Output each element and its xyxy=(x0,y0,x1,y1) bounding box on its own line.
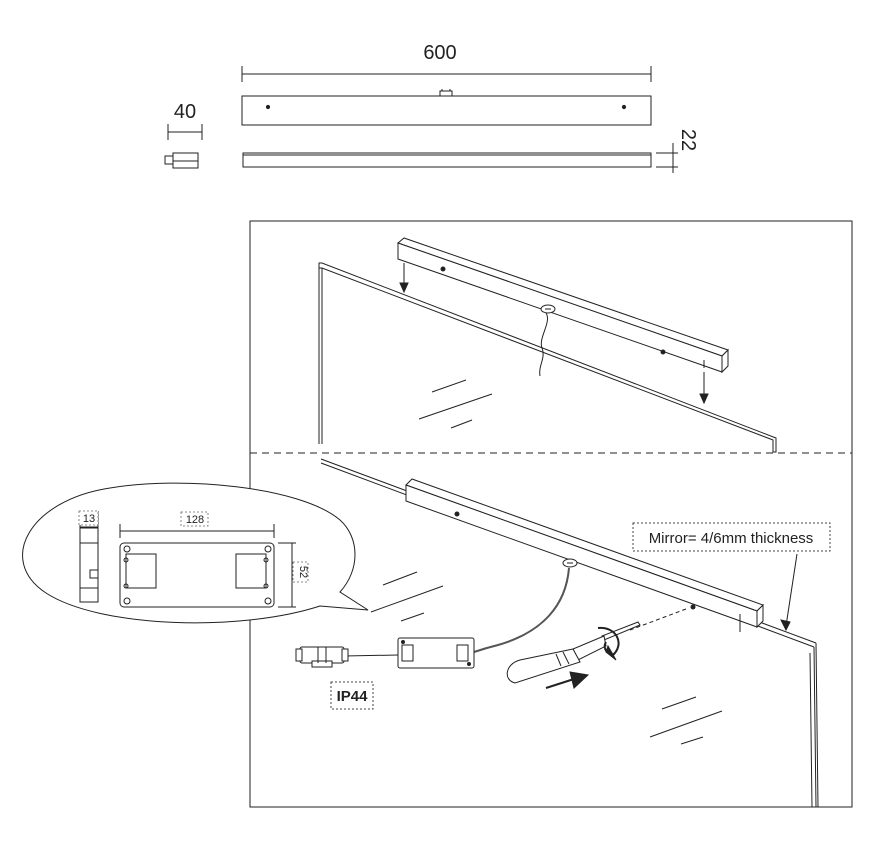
height-dimension: 22 xyxy=(677,129,699,151)
lower-step-illustration xyxy=(295,458,819,808)
top-view-drawing xyxy=(164,66,678,173)
driver-height-box xyxy=(292,561,309,583)
driver-height-dimension: 52 xyxy=(297,566,309,578)
driver-depth-dimension: 13 xyxy=(83,513,95,525)
upper-step-illustration xyxy=(318,237,777,453)
driver-detail-drawing xyxy=(79,511,296,608)
ip-rating-label: IP44 xyxy=(337,688,369,705)
width-dimension: 40 xyxy=(174,101,196,123)
ip-rating-box xyxy=(330,681,374,710)
length-dimension: 600 xyxy=(423,42,456,64)
driver-length-box xyxy=(180,511,209,527)
mirror-label: Mirror= 4/6mm thickness xyxy=(649,530,814,547)
driver-length-dimension: 128 xyxy=(186,514,204,526)
driver-depth-box xyxy=(78,510,99,526)
mirror-label-box xyxy=(632,522,831,552)
